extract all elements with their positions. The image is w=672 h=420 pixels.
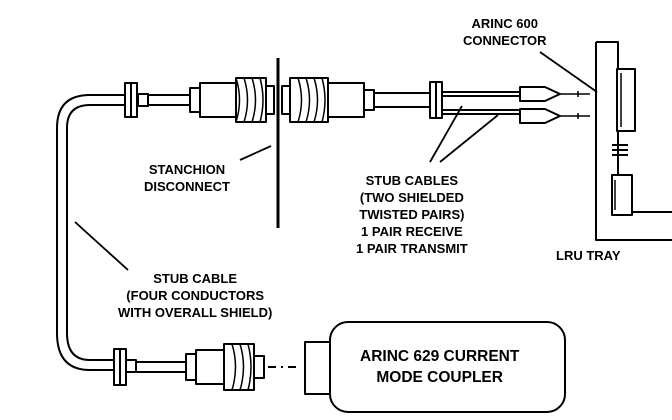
lower-cable-clamp: [113, 348, 137, 386]
upper-cable-clamp: [124, 82, 149, 118]
coupler-label: ARINC 629 CURRENT MODE COUPLER: [360, 348, 520, 386]
leader-lines: [74, 51, 598, 271]
stub-cable-label: STUB CABLE (FOUR CONDUCTORS WITH OVERALL…: [118, 271, 273, 320]
arinc-600-connector-label: ARINC 600 CONNECTOR: [463, 16, 547, 48]
stanchion-disconnect-label: STANCHION DISCONNECT: [144, 162, 230, 194]
upper-connector-assembly: [148, 58, 430, 228]
lower-connector: [136, 343, 300, 391]
stub-cables-label: STUB CABLES (TWO SHIELDED TWISTED PAIRS)…: [356, 173, 468, 256]
lru-tray: [595, 41, 672, 241]
coupler-box: [304, 321, 566, 413]
right-cable-clamp: [429, 81, 443, 119]
stub-cable-loop: [56, 94, 128, 371]
twisted-pair-cables: [442, 86, 590, 124]
lru-tray-label: LRU TRAY: [556, 248, 621, 263]
